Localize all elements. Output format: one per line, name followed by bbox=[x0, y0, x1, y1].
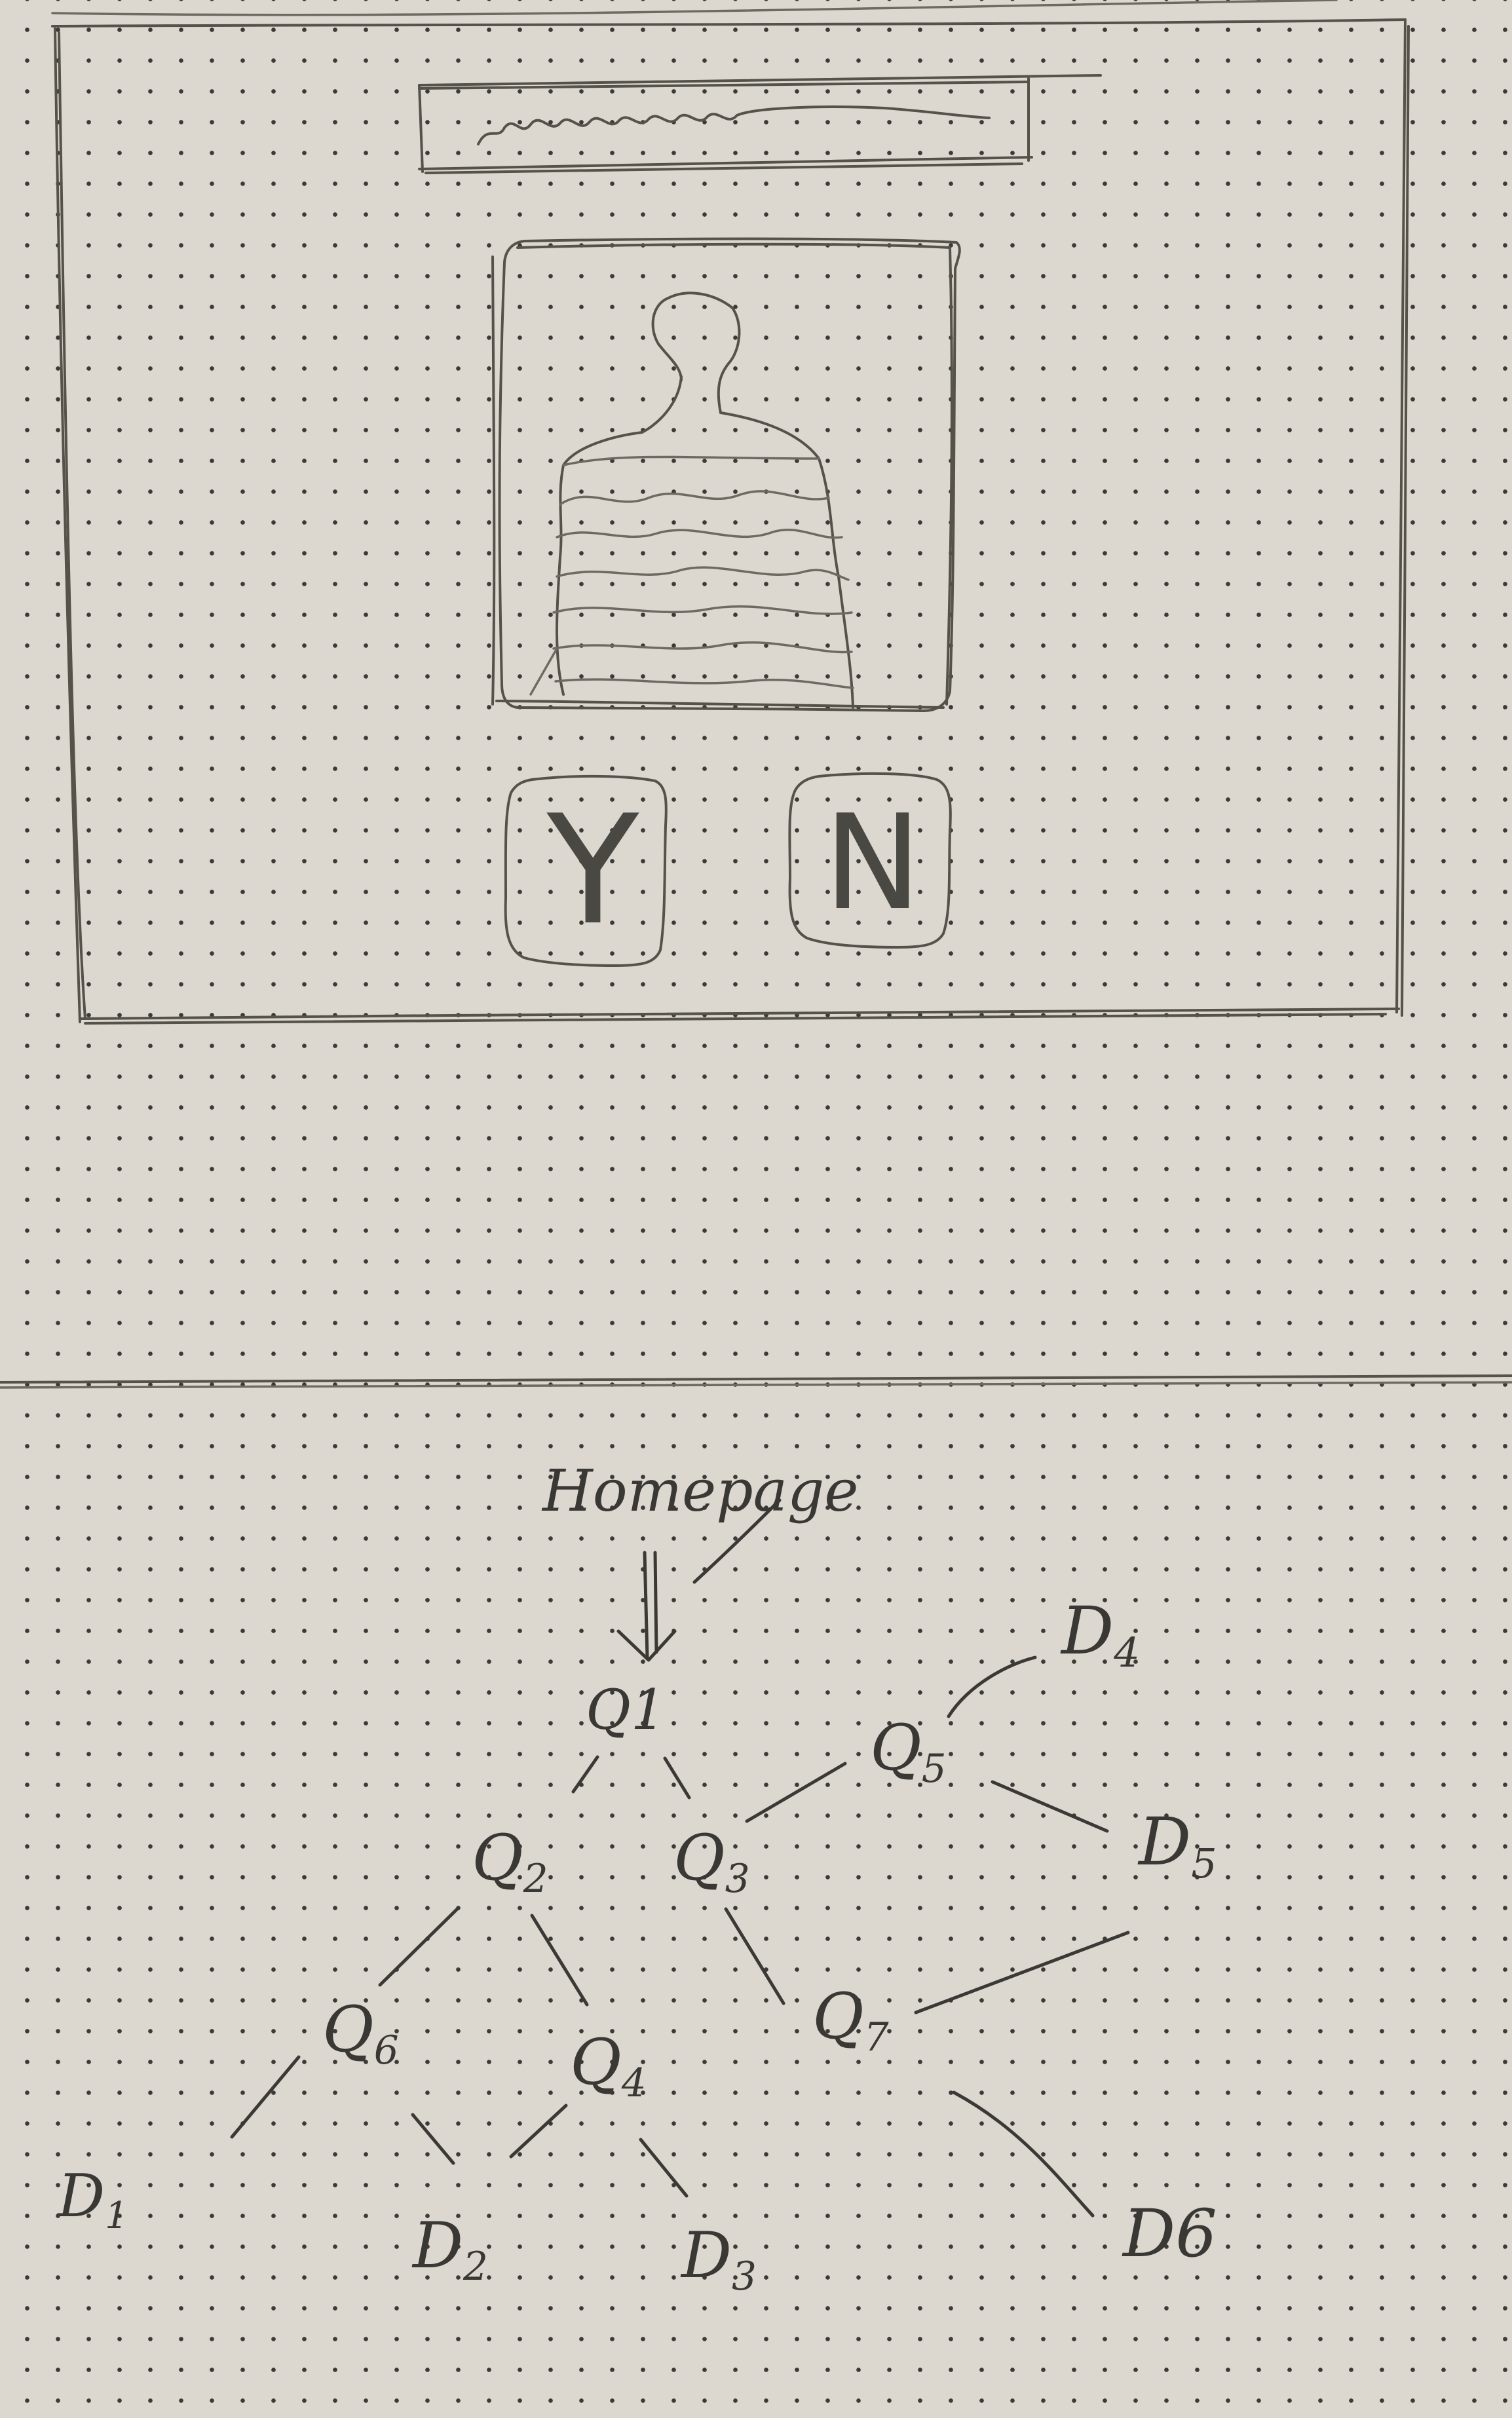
node-d6-letter: D bbox=[1123, 2195, 1176, 2272]
edge-q2-q4 bbox=[530, 1914, 589, 2007]
node-d6: D6 bbox=[1123, 2201, 1217, 2267]
node-d4: D4 bbox=[1061, 1598, 1140, 1673]
no-button[interactable]: N bbox=[823, 787, 922, 939]
edge-q4-d2 bbox=[509, 2104, 568, 2159]
node-q4: Q4 bbox=[570, 2031, 647, 2104]
node-q1: Q1 bbox=[586, 1682, 666, 1737]
node-q3: Q3 bbox=[673, 1826, 750, 1899]
homepage-entry-label: Homepage bbox=[542, 1457, 859, 1524]
edge-q3-q7 bbox=[724, 1907, 785, 2005]
node-q2-num: 2 bbox=[523, 1857, 548, 1902]
edge-q1-q2 bbox=[571, 1755, 599, 1794]
node-q7: Q7 bbox=[812, 1985, 889, 2058]
node-d5: D5 bbox=[1139, 1809, 1217, 1884]
edge-q1-q3 bbox=[663, 1756, 691, 1800]
title-bar bbox=[418, 74, 1102, 174]
edge-q5-d4 bbox=[947, 1655, 1037, 1718]
edge-q4-d3 bbox=[639, 2138, 689, 2198]
node-d4-num: 4 bbox=[1114, 1628, 1140, 1676]
node-d3-letter: D bbox=[681, 2219, 732, 2292]
node-d1-num: 1 bbox=[105, 2194, 128, 2237]
no-button-outline bbox=[788, 772, 952, 949]
node-d4-letter: D bbox=[1061, 1593, 1114, 1669]
node-q5: Q5 bbox=[870, 1716, 947, 1789]
edge-q6-d1 bbox=[230, 2055, 301, 2139]
node-q6-num: 6 bbox=[373, 2028, 399, 2074]
node-d2-letter: D bbox=[413, 2209, 463, 2282]
edge-q7-d6 bbox=[952, 2090, 1095, 2218]
node-q2: Q2 bbox=[472, 1826, 548, 1899]
page-divider bbox=[0, 1374, 1512, 1390]
edge-homepage-q1 bbox=[643, 1551, 649, 1659]
flow-connectors bbox=[230, 1498, 1130, 2218]
node-q5-letter: Q bbox=[870, 1711, 922, 1785]
node-d2-num: 2 bbox=[463, 2244, 488, 2290]
node-d3: D3 bbox=[681, 2224, 757, 2297]
image-placeholder bbox=[491, 237, 961, 712]
edge-q7-d5 bbox=[914, 1931, 1130, 2014]
node-q3-num: 3 bbox=[725, 1857, 750, 1902]
yes-button-outline bbox=[504, 774, 668, 967]
node-q1-letter: Q bbox=[586, 1678, 631, 1742]
node-q2-letter: Q bbox=[472, 1821, 523, 1895]
node-d5-num: 5 bbox=[1191, 1839, 1217, 1887]
node-q1-num: 1 bbox=[630, 1678, 666, 1742]
yes-button[interactable]: Y bbox=[546, 784, 639, 958]
app-window-frame bbox=[51, 18, 1410, 1025]
node-q3-letter: Q bbox=[673, 1821, 725, 1895]
node-q6-letter: Q bbox=[322, 1993, 374, 2066]
node-q4-letter: Q bbox=[570, 2026, 622, 2099]
arrowhead bbox=[616, 1629, 677, 1662]
node-d6-num: 6 bbox=[1175, 2195, 1217, 2272]
node-q5-num: 5 bbox=[921, 1747, 947, 1792]
edge-q5-d5 bbox=[991, 1780, 1109, 1833]
node-d2: D2 bbox=[413, 2214, 488, 2287]
node-q7-letter: Q bbox=[812, 1980, 864, 2053]
edge-q3-q5 bbox=[745, 1762, 847, 1823]
node-d5-letter: D bbox=[1139, 1804, 1192, 1880]
node-d3-num: 3 bbox=[731, 2254, 757, 2300]
node-q6: Q6 bbox=[322, 1998, 399, 2071]
edge-q2-q6 bbox=[378, 1906, 461, 1987]
node-d1-letter: D bbox=[58, 2162, 105, 2231]
silhouette-head bbox=[651, 292, 741, 414]
title-squiggle bbox=[477, 105, 991, 145]
node-q4-num: 4 bbox=[621, 2061, 647, 2107]
edge-q6-d2 bbox=[411, 2113, 455, 2165]
paper-top-stroke bbox=[51, 0, 1338, 16]
node-d1: D1 bbox=[58, 2167, 128, 2235]
silhouette-body bbox=[556, 431, 643, 696]
node-q7-num: 7 bbox=[863, 2015, 889, 2061]
